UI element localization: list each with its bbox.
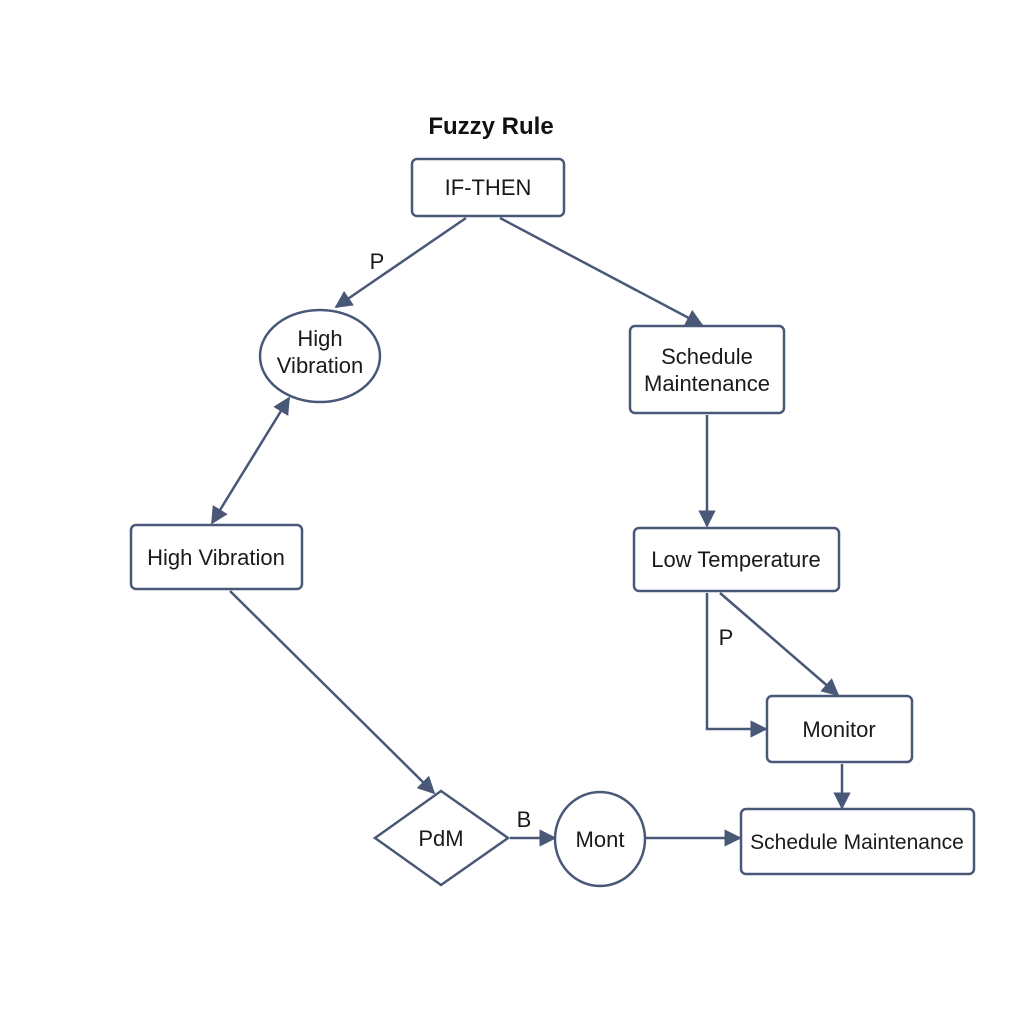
- node-pdm-label: PdM: [418, 826, 463, 851]
- node-schedule-maintenance-top: Schedule Maintenance: [628, 324, 786, 415]
- node-mont: Mont: [553, 790, 647, 888]
- edge-label-b: B: [517, 807, 532, 832]
- node-high-vibration-box-label: High Vibration: [147, 545, 285, 570]
- edge-ifthen-to-schedule-maintenance: [499, 216, 704, 327]
- node-schedule-maintenance-bottom: Schedule Maintenance: [739, 807, 976, 876]
- edge-label-p-bottom: P: [719, 625, 734, 650]
- node-high-vibration-oval: High Vibration: [258, 308, 382, 404]
- node-schedule-maintenance-bottom-label: Schedule Maintenance: [750, 831, 964, 854]
- node-low-temperature: Low Temperature: [632, 526, 841, 593]
- node-if-then-label: IF-THEN: [445, 175, 532, 200]
- node-schedule-maintenance-top-line1: Schedule: [661, 344, 753, 369]
- node-high-vibration-box: High Vibration: [129, 523, 304, 591]
- diagram-title: Fuzzy Rule: [428, 113, 553, 140]
- edge-low-temperature-to-monitor: [719, 592, 840, 697]
- node-low-temperature-label: Low Temperature: [651, 547, 821, 572]
- node-monitor: Monitor: [765, 694, 914, 764]
- node-schedule-maintenance-top-line2: Maintenance: [644, 371, 770, 396]
- node-monitor-label: Monitor: [802, 717, 875, 742]
- node-high-vibration-oval-line2: Vibration: [277, 353, 363, 378]
- node-high-vibration-oval-line1: High: [297, 326, 342, 351]
- edge-high-vibration-bidirectional: [210, 396, 291, 525]
- node-if-then: IF-THEN: [410, 157, 566, 218]
- edge-label-p-top: P: [370, 249, 385, 274]
- node-mont-label: Mont: [576, 827, 625, 852]
- edge-low-temperature-to-monitor-elbow: [705, 593, 768, 738]
- edge-ifthen-to-high-vibration: [334, 216, 467, 309]
- edge-high-vibration-to-pdm: [229, 590, 436, 795]
- node-pdm: PdM: [372, 789, 511, 887]
